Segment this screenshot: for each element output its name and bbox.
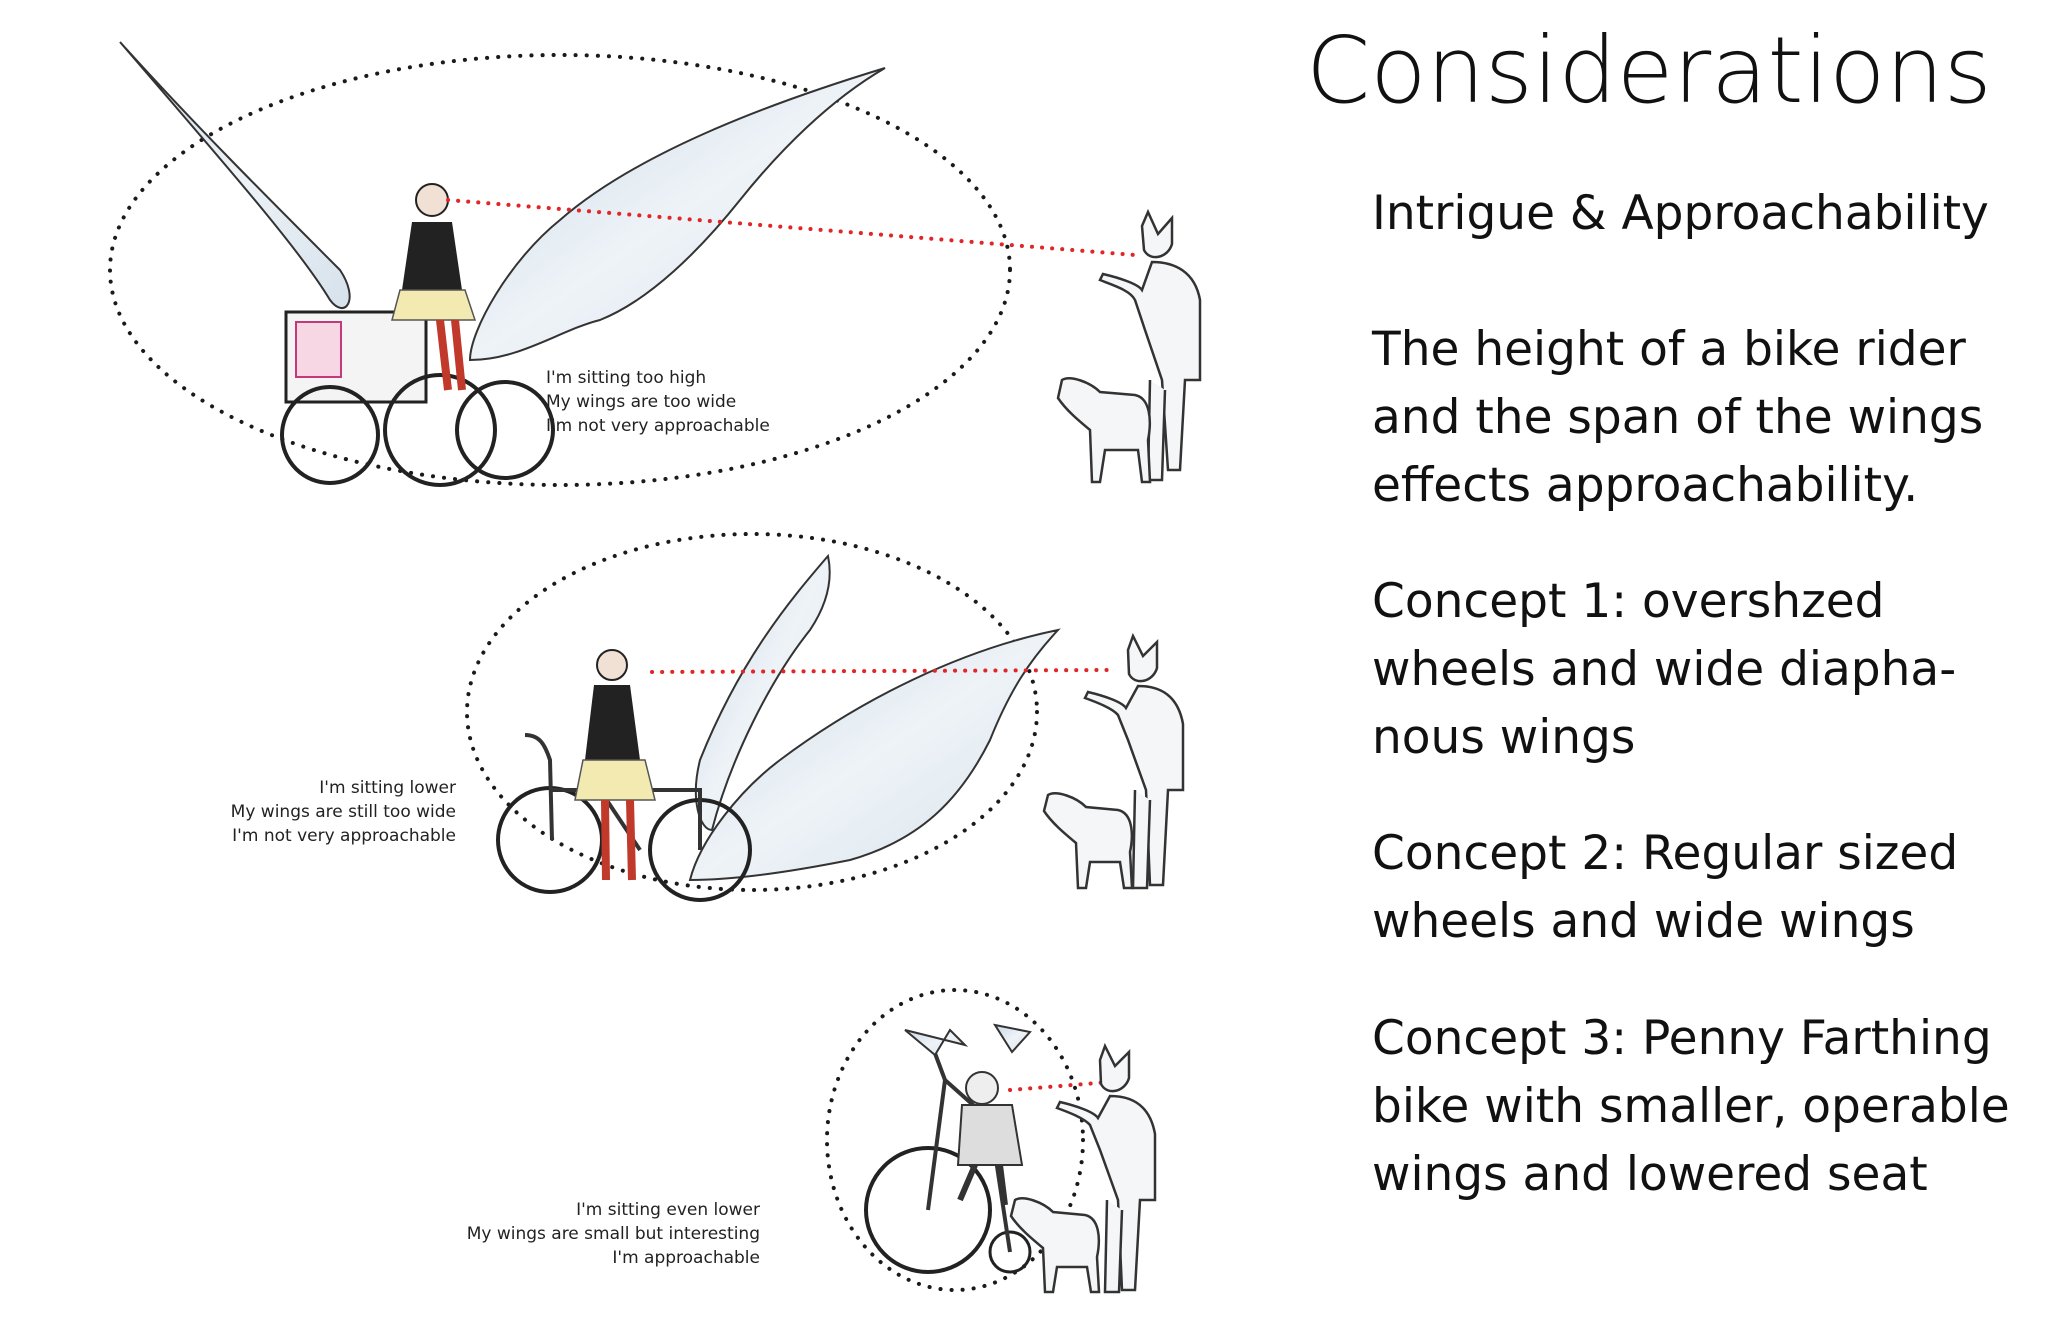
caption-line: I'm approachable	[612, 1248, 760, 1268]
concept-2-rider-skirt	[574, 759, 656, 801]
concept-3-rider-legs	[957, 1163, 1008, 1206]
intro-paragraph: The height of a bike rider and the span …	[1372, 316, 2032, 520]
concept-2-dog	[1042, 792, 1134, 890]
concept-1-wheel	[383, 373, 497, 487]
concept-3-sightline	[1008, 1080, 1112, 1092]
page-title: Considerations	[1306, 17, 1992, 124]
caption-line: I'm sitting lower	[319, 778, 456, 798]
intro-line: effects approachability.	[1372, 458, 1919, 513]
concept-1-rider-skirt	[391, 289, 477, 321]
concept-1-wheel	[280, 385, 380, 485]
concept-3-rider-body	[956, 1104, 1024, 1166]
concept-1-right-wing	[468, 67, 886, 362]
concept-1-line: wheels and wide diapha-	[1372, 642, 1957, 697]
concept-3-dog	[1009, 1197, 1101, 1294]
concept-2-rider-body	[585, 685, 640, 760]
caption-line: I'm sitting too high	[546, 368, 707, 388]
concept-3-approach-ellipse	[825, 988, 1085, 1292]
concept-3-observer	[1055, 1042, 1157, 1294]
caption-line: My wings are still too wide	[230, 802, 456, 822]
concept-2-wide-wing	[688, 628, 1061, 882]
concept-1-observer	[1098, 208, 1202, 482]
concept-2-illustration	[465, 532, 1185, 902]
concept-1-caption: I'm sitting too high My wings are too wi…	[546, 366, 770, 438]
concept-2-observer	[1083, 632, 1185, 890]
concept-1-dog	[1056, 377, 1152, 484]
caption-line: I'm not very approachable	[546, 416, 770, 436]
concept-3-caption: I'm sitting even lower My wings are smal…	[430, 1198, 760, 1270]
concept-2-rider-legs	[601, 799, 636, 881]
concept-2-rider-head	[596, 649, 628, 681]
concept-1-line: nous wings	[1372, 710, 1636, 765]
concept-3-small-wheel	[988, 1230, 1032, 1274]
concept-1-description: Concept 1: overshzed wheels and wide dia…	[1372, 568, 2032, 772]
concept-2-tall-wing	[694, 553, 831, 832]
concept-3-line: Concept 3: Penny Farthing	[1372, 1011, 1992, 1066]
concept-3-line: bike with smaller, operable	[1372, 1079, 2010, 1134]
concept-2-caption: I'm sitting lower My wings are still too…	[186, 776, 456, 848]
concept-2-line: wheels and wide wings	[1372, 894, 1915, 949]
concept-2-sightline	[650, 668, 1110, 674]
concept-1-sightline	[446, 198, 1137, 257]
concept-1-wheel	[455, 380, 555, 480]
caption-line: My wings are too wide	[546, 392, 737, 412]
concept-2-description: Concept 2: Regular sized wheels and wide…	[1372, 820, 2032, 956]
intro-line: The height of a bike rider	[1372, 322, 1966, 377]
intro-line: and the span of the wings	[1372, 390, 1984, 445]
concept-3-big-wheel	[864, 1146, 992, 1274]
concept-3-small-wing	[904, 1028, 969, 1057]
concept-1-rider-head	[415, 183, 449, 217]
concept-1-rider-legs	[436, 319, 466, 391]
concept-1-approach-ellipse	[108, 53, 1012, 487]
concept-1-box-sign	[295, 321, 342, 378]
concept-2-line: Concept 2: Regular sized	[1372, 826, 1959, 881]
concept-1-illustration	[108, 41, 1202, 487]
concept-3-illustration	[825, 988, 1157, 1294]
concept-1-line: Concept 1: overshzed	[1372, 574, 1885, 629]
caption-line: I'm not very approachable	[232, 826, 456, 846]
caption-line: I'm sitting even lower	[576, 1200, 760, 1220]
concept-3-rider-head	[965, 1071, 999, 1105]
page-subtitle: Intrigue & Approachability	[1372, 186, 1989, 241]
concept-1-left-wing	[119, 41, 351, 309]
concept-1-rider-body	[402, 222, 462, 290]
concept-2-approach-ellipse	[465, 532, 1039, 892]
caption-line: My wings are small but interesting	[466, 1224, 760, 1244]
concept-3-small-wing	[992, 1023, 1032, 1054]
concept-3-line: wings and lowered seat	[1372, 1147, 1928, 1202]
concept-3-description: Concept 3: Penny Farthing bike with smal…	[1372, 1005, 2032, 1209]
